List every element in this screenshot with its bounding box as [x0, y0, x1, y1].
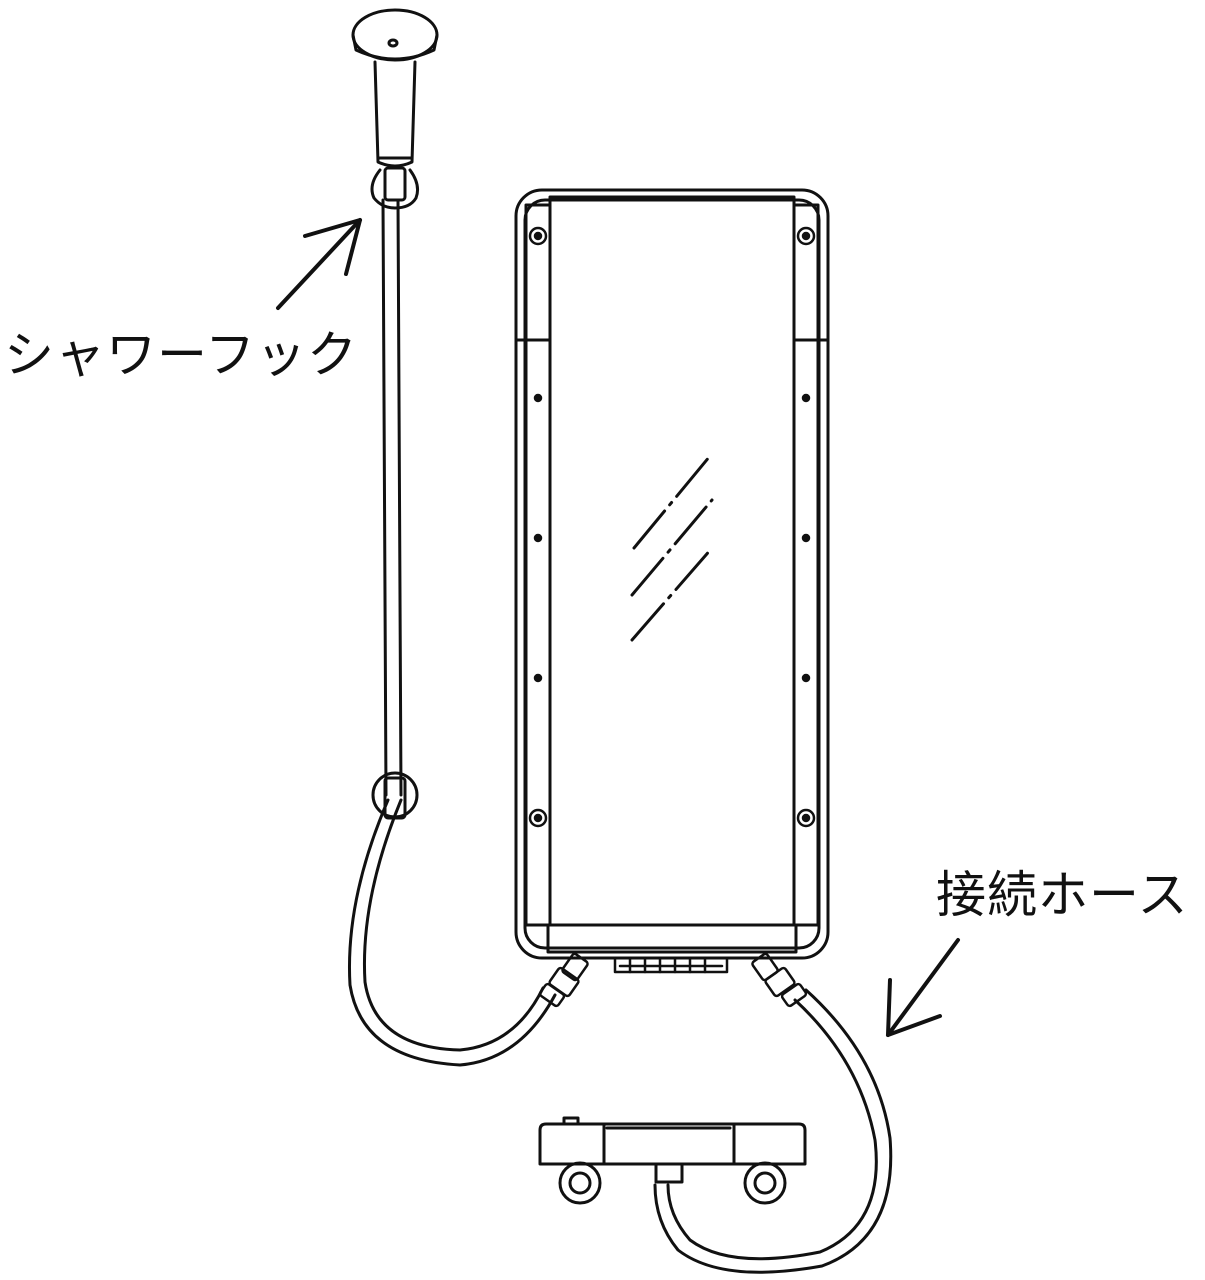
- mirror-reflection: [630, 454, 714, 642]
- shower-hook: [370, 166, 419, 210]
- drain-grill: [613, 956, 729, 974]
- shower-hook-label: シャワーフック: [4, 326, 358, 384]
- hose-slide-holder: [371, 771, 419, 820]
- left-hose-fitting: [538, 952, 589, 1008]
- right-hose-fitting: [751, 952, 808, 1008]
- connection-hose: [653, 988, 893, 1274]
- thermostatic-faucet: [538, 1116, 807, 1205]
- arrow-to-shower-hook: [276, 218, 362, 310]
- panel-screws: [528, 226, 816, 828]
- arrow-to-connection-hose: [886, 938, 960, 1037]
- connection-hose-label: 接続ホース: [936, 866, 1189, 924]
- shower-hose: [348, 198, 557, 1067]
- shower-head: [351, 8, 439, 168]
- shower-panel: [514, 188, 830, 960]
